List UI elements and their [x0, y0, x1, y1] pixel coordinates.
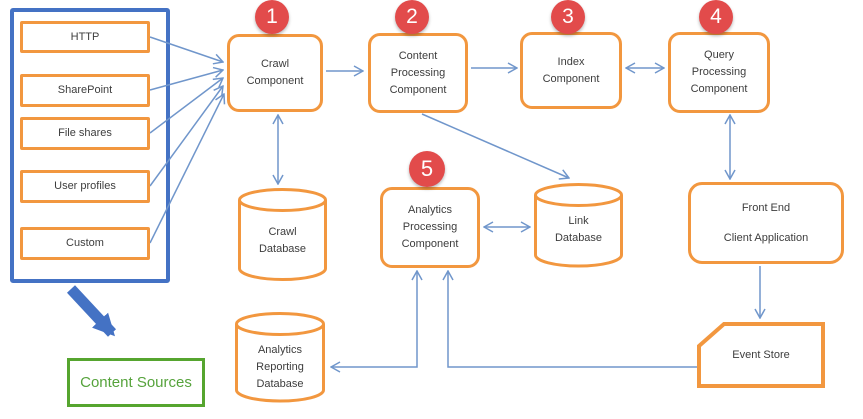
source-box-fileshares: File shares	[20, 117, 150, 150]
step-badge-5: 5	[409, 151, 445, 187]
step-badge-3: 3	[551, 0, 585, 34]
analytics-reporting-database-cylinder: Analytics Reporting Database	[235, 312, 325, 403]
arrow-analytics-ardb-bidirectional	[331, 271, 417, 367]
query-processing-component-box: Query Processing Component	[668, 32, 770, 113]
arrow-eventstore-to-analytics	[448, 271, 697, 368]
event-store-shape	[697, 322, 825, 388]
link-database-label: Link Database	[554, 214, 603, 244]
source-label-custom: Custom	[66, 237, 104, 249]
analytics-processing-component-label: Analytics Processing Component	[401, 204, 459, 250]
crawl-component-box: Crawl Component	[227, 34, 323, 112]
source-label-fileshares: File shares	[58, 127, 112, 139]
step-badge-4: 4	[699, 0, 733, 34]
analytics-reporting-database-shape	[235, 312, 325, 403]
query-processing-component-label: Query Processing Component	[690, 49, 748, 95]
content-sources-label: Content Sources	[80, 374, 192, 391]
step-badge-1: 1	[255, 0, 289, 34]
source-label-userprofiles: User profiles	[54, 180, 116, 192]
analytics-processing-component-box: Analytics Processing Component	[380, 187, 480, 268]
front-end-client-application-box: Front End Client Application	[688, 182, 844, 264]
source-box-sharepoint: SharePoint	[20, 74, 150, 107]
link-database-shape	[534, 183, 623, 268]
arrow-fileshares-to-crawl	[149, 78, 223, 134]
content-sources-group-box	[10, 8, 170, 283]
arrow-content-processing-to-linkdb	[421, 113, 569, 178]
crawl-database-cylinder: Crawl Database	[238, 188, 327, 281]
content-sources-label-box: Content Sources	[67, 358, 205, 407]
arrow-http-to-crawl	[149, 36, 223, 62]
source-label-http: HTTP	[70, 30, 100, 43]
crawl-component-label: Crawl Component	[246, 58, 304, 87]
content-processing-component-box: Content Processing Component	[368, 33, 468, 113]
arrow-custom-to-crawl	[149, 94, 224, 244]
crawl-database-label: Crawl Database	[258, 225, 307, 255]
index-component-label: Index Component	[542, 55, 600, 85]
source-box-userprofiles: User profiles	[20, 170, 150, 203]
front-end-client-application-label: Front End Client Application	[723, 201, 809, 244]
source-box-http: HTTP	[20, 21, 150, 53]
index-component-box: Index Component	[520, 32, 622, 109]
source-label-sharepoint: SharePoint	[57, 84, 113, 96]
link-database-cylinder: Link Database	[534, 183, 623, 268]
arrow-sharepoint-to-crawl	[149, 70, 223, 91]
arrow-userprofiles-to-crawl	[149, 86, 223, 187]
event-store-label: Event Store	[732, 348, 790, 361]
content-sources-callout-arrow	[66, 285, 117, 337]
event-store-box: Event Store	[697, 322, 825, 388]
analytics-reporting-database-label: Analytics Reporting Database	[256, 344, 304, 390]
source-box-custom: Custom	[20, 227, 150, 260]
crawl-database-shape	[238, 188, 327, 281]
step-badge-2: 2	[395, 0, 429, 34]
content-processing-component-label: Content Processing Component	[389, 49, 447, 96]
